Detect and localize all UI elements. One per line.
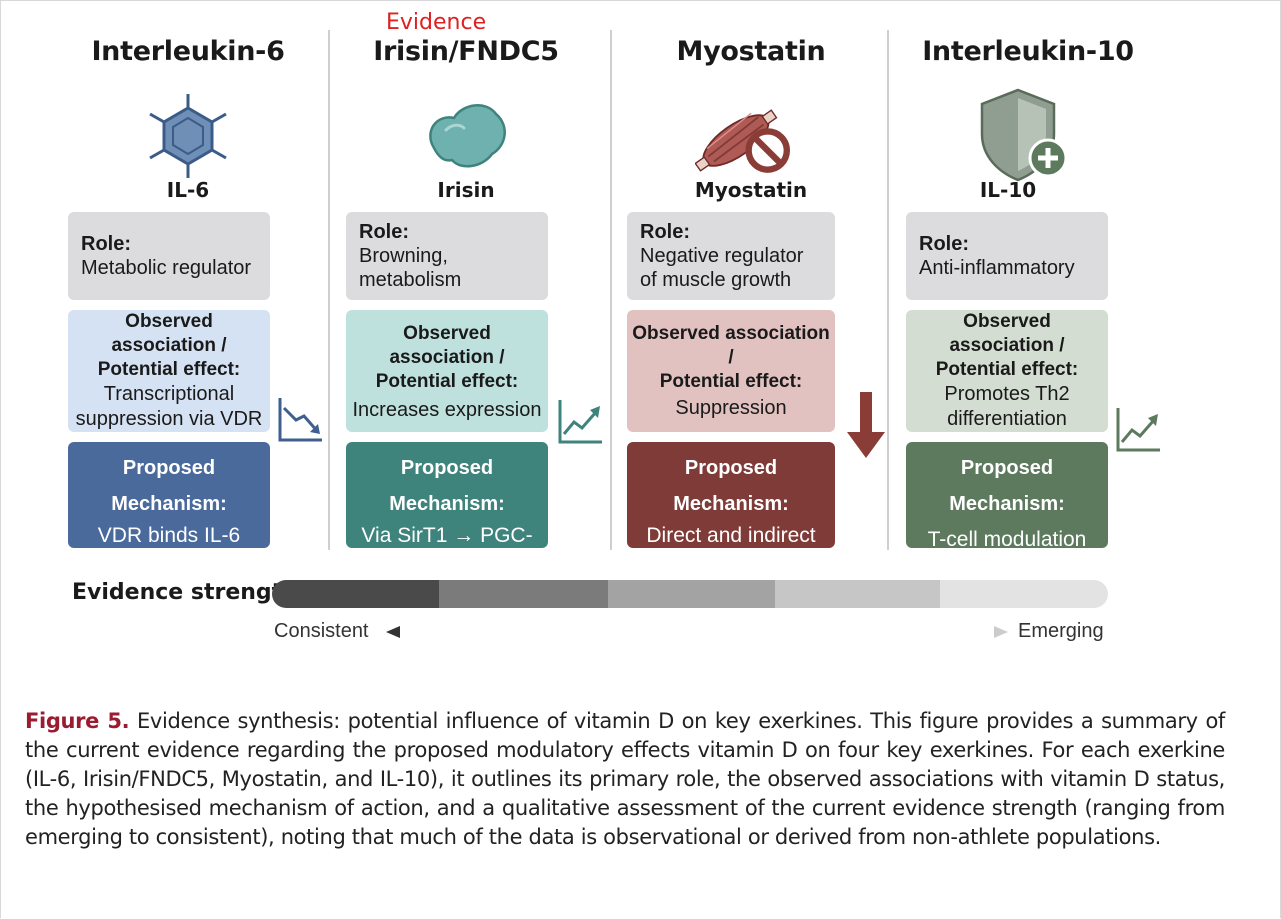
trend-up-icon bbox=[1116, 408, 1160, 452]
exerkine-abbreviation: Myostatin bbox=[694, 178, 808, 202]
mechanism-box: Proposed Mechanism: Via SirT1 → PGC-1α p… bbox=[346, 442, 548, 601]
muscle-prohibited-icon bbox=[695, 109, 790, 173]
mechanism-text: modulation bbox=[679, 551, 783, 574]
column-divider bbox=[887, 30, 889, 550]
observed-association-box: Observed association / Potential effect:… bbox=[627, 310, 835, 432]
exerkine-abbreviation: Irisin bbox=[437, 178, 495, 202]
mechanism-text: Via SirT1 → PGC-1α bbox=[361, 524, 533, 574]
trend-down-icon bbox=[278, 398, 322, 442]
observed-label: Observed association / bbox=[389, 323, 505, 368]
shield-plus-icon bbox=[980, 88, 1068, 182]
hexagon-molecule-icon bbox=[149, 94, 227, 178]
evidence-strength-label: Evidence strength bbox=[72, 580, 298, 605]
evidence-segment bbox=[608, 580, 775, 608]
mechanism-label: Proposed Mechanism: bbox=[673, 457, 789, 515]
exerkine-abbreviation: IL-10 bbox=[979, 178, 1037, 202]
arrow-down-icon bbox=[847, 392, 885, 458]
role-box: Role: Negative regulator of muscle growt… bbox=[627, 212, 835, 300]
evidence-segment bbox=[775, 580, 940, 608]
figure-caption: Figure 5. Evidence synthesis: potential … bbox=[25, 707, 1225, 852]
role-box: Role: Browning, metabolism bbox=[346, 212, 548, 300]
evidence-strength-bar bbox=[272, 580, 1108, 608]
evidence-axis-right-label: Emerging bbox=[1018, 620, 1104, 642]
evidence-segment bbox=[940, 580, 1108, 608]
observed-label: Observed association / bbox=[949, 311, 1065, 356]
role-text: metabolism bbox=[359, 269, 462, 291]
mechanism-label: Proposed Mechanism: bbox=[111, 457, 227, 515]
exerkine-name: Myostatin bbox=[676, 36, 826, 67]
exerkine-abbreviation: IL-6 bbox=[166, 178, 210, 202]
evidence-segment bbox=[272, 580, 439, 608]
exerkine-name: Interleukin-10 bbox=[922, 36, 1134, 67]
role-box: Role: Metabolic regulator bbox=[68, 212, 270, 300]
mechanism-text: Direct and indirect bbox=[646, 524, 816, 547]
evidence-segment bbox=[439, 580, 608, 608]
exerkine-name: Interleukin-6 bbox=[91, 36, 285, 67]
observed-association-box: Observed association / Potential effect:… bbox=[68, 310, 270, 432]
observed-association-box: Observed association / Potential effect:… bbox=[906, 310, 1108, 432]
effect-label: Potential effect: bbox=[375, 371, 519, 392]
role-text: Browning, bbox=[359, 245, 448, 267]
mechanism-text: VDR binds IL-6 bbox=[97, 524, 241, 547]
role-label: Role: bbox=[81, 233, 131, 255]
mechanism-text: T-cell modulation bbox=[927, 528, 1087, 551]
blob-protein-icon bbox=[429, 104, 506, 168]
mechanism-label: Proposed Mechanism: bbox=[949, 457, 1065, 515]
observed-text: differentiation bbox=[947, 408, 1067, 430]
trend-up-icon bbox=[558, 400, 602, 444]
role-text: Metabolic regulator bbox=[81, 257, 252, 279]
role-box: Role: Anti-inflammatory bbox=[906, 212, 1108, 300]
mechanism-box: Proposed Mechanism: T-cell modulation bbox=[906, 442, 1108, 551]
observed-text: Transcriptional bbox=[103, 383, 235, 405]
double-arrow-icon bbox=[386, 626, 1008, 638]
effect-label: Potential effect: bbox=[97, 359, 241, 380]
column-divider bbox=[328, 30, 330, 550]
observed-text: suppression via VDR bbox=[75, 408, 263, 430]
effect-label: Potential effect: bbox=[659, 371, 803, 392]
role-label: Role: bbox=[359, 221, 409, 243]
figure-number: Figure 5. bbox=[25, 709, 130, 733]
observed-label: Observed association / bbox=[632, 323, 830, 368]
observed-association-box: Observed association / Potential effect:… bbox=[346, 310, 548, 432]
exerkine-name: Irisin/FNDC5 bbox=[373, 36, 559, 67]
overlay-label: Evidence bbox=[386, 10, 487, 35]
mechanism-box: Proposed Mechanism: Direct and indirect … bbox=[627, 442, 835, 574]
mechanism-text: promoter bbox=[126, 551, 212, 574]
observed-text: Increases expression bbox=[352, 399, 542, 421]
observed-text: Promotes Th2 bbox=[944, 383, 1070, 405]
role-label: Role: bbox=[640, 221, 690, 243]
mechanism-label: Proposed Mechanism: bbox=[389, 457, 505, 515]
caption-text: Evidence synthesis: potential influence … bbox=[25, 709, 1225, 849]
observed-label: Observed association / bbox=[111, 311, 227, 356]
role-text: Negative regulator bbox=[640, 245, 804, 267]
role-label: Role: bbox=[919, 233, 969, 255]
role-text: Anti-inflammatory bbox=[919, 257, 1075, 279]
effect-label: Potential effect: bbox=[935, 359, 1079, 380]
column-divider bbox=[610, 30, 612, 550]
observed-text: Suppression bbox=[675, 397, 787, 419]
mechanism-box: Proposed Mechanism: VDR binds IL-6 promo… bbox=[68, 442, 270, 574]
role-text: of muscle growth bbox=[640, 269, 792, 291]
evidence-axis-left-label: Consistent bbox=[274, 620, 369, 642]
